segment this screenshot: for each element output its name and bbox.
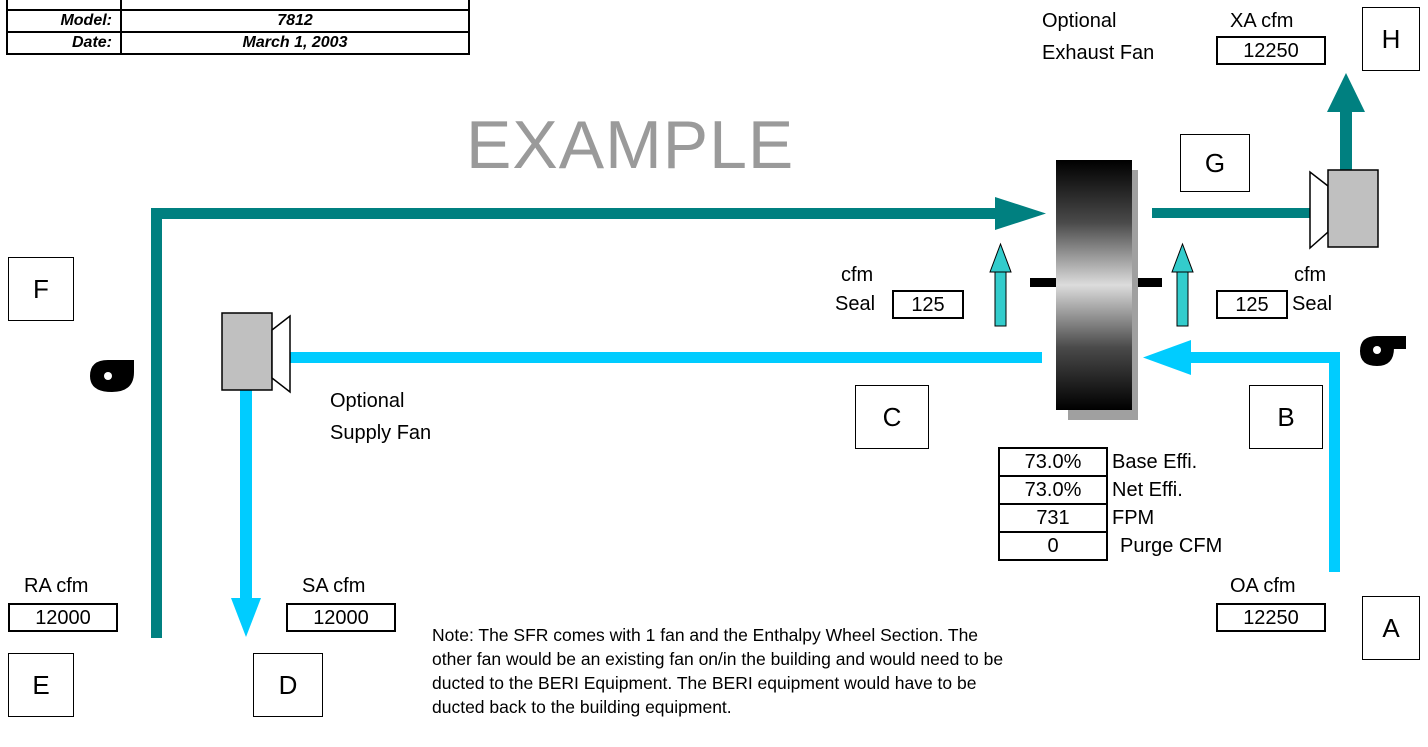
seal-right-cfm-label: cfm: [1294, 264, 1327, 286]
exhaust-fan-label-2: Exhaust Fan: [1042, 42, 1155, 64]
table-row: 73.0% Base Effi.: [998, 447, 1222, 477]
supply-fan-label-1: Optional: [330, 390, 405, 412]
date-label: Date:: [6, 31, 122, 55]
arrow-icon: [1143, 340, 1191, 375]
exhaust-air-duct: [1152, 73, 1365, 218]
model-value: 7812: [120, 9, 470, 33]
note-text: Note: The SFR comes with 1 fan and the E…: [432, 625, 1004, 717]
point-h-box: H: [1362, 7, 1420, 71]
arrow-icon: [231, 598, 261, 637]
fpm-value: 731: [998, 503, 1108, 533]
supply-fan-label-2: Supply Fan: [330, 422, 432, 444]
purge-cfm-value: 0: [998, 531, 1108, 561]
sa-cfm-value: 12000: [286, 603, 396, 632]
return-air-duct: [151, 197, 1046, 638]
point-a-box: A: [1362, 596, 1420, 660]
watermark-text: EXAMPLE: [466, 107, 795, 183]
ra-cfm-label: RA cfm: [24, 575, 89, 597]
table-row: 73.0% Net Effi.: [998, 475, 1222, 505]
header-table: Model: 7812 Date: March 1, 2003: [6, 0, 470, 55]
exhaust-fan-icon: [1309, 169, 1379, 250]
oa-cfm-label: OA cfm: [1230, 575, 1296, 597]
model-label: Model:: [6, 9, 122, 33]
performance-table: 73.0% Base Effi. 73.0% Net Effi. 731 FPM…: [998, 447, 1223, 561]
point-e-box: E: [8, 653, 74, 717]
sa-cfm-label: SA cfm: [302, 575, 366, 597]
net-effi-value: 73.0%: [998, 475, 1108, 505]
seal-left-seal-label: Seal: [835, 293, 876, 315]
arrow-icon: [995, 197, 1046, 230]
ra-cfm-value: 12000: [8, 603, 118, 632]
blower-icon: [1360, 336, 1406, 366]
purge-cfm-label: Purge CFM: [1120, 534, 1223, 557]
point-d-box: D: [253, 653, 323, 717]
arrow-icon: [1327, 73, 1365, 112]
seal-arrow-left: [989, 242, 1012, 327]
table-row: 0 Purge CFM: [998, 531, 1223, 561]
outside-air-duct: [1143, 340, 1340, 572]
oa-cfm-value: 12250: [1216, 603, 1326, 632]
enthalpy-wheel-icon: [1030, 160, 1162, 420]
supply-fan-icon: [221, 312, 291, 394]
fpm-label: FPM: [1112, 506, 1155, 529]
seal-right-value: 125: [1216, 290, 1288, 319]
date-value: March 1, 2003: [120, 31, 470, 55]
seal-left-value: 125: [892, 290, 964, 319]
table-row: 731 FPM: [998, 503, 1222, 533]
base-effi-label: Base Effi.: [1112, 450, 1198, 473]
net-effi-label: Net Effi.: [1112, 478, 1183, 501]
seal-arrow-right: [1171, 242, 1194, 327]
point-f-box: F: [8, 257, 74, 321]
blower-icon: [90, 360, 134, 392]
exhaust-fan-label-1: Optional: [1042, 10, 1117, 32]
xa-cfm-label: XA cfm: [1230, 10, 1294, 32]
point-c-box: C: [855, 385, 929, 449]
seal-left-cfm-label: cfm: [841, 264, 874, 286]
supply-air-duct: [231, 352, 1042, 637]
point-g-box: G: [1180, 134, 1250, 192]
seal-right-seal-label: Seal: [1292, 293, 1333, 315]
point-b-box: B: [1249, 385, 1323, 449]
base-effi-value: 73.0%: [998, 447, 1108, 477]
xa-cfm-value: 12250: [1216, 36, 1326, 65]
